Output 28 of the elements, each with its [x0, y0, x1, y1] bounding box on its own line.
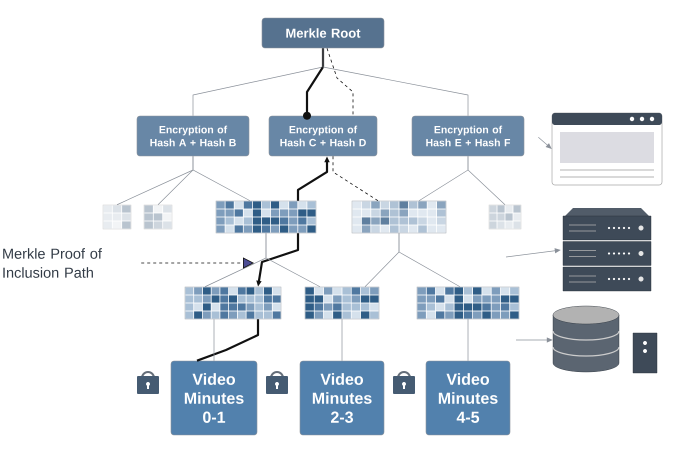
mosaic-block: [488, 204, 522, 230]
mosaic-block: [304, 286, 380, 320]
browser-window-drawing: [552, 112, 662, 186]
mosaic-block: [352, 200, 446, 234]
connector-line: [266, 232, 320, 288]
connector-line: [196, 319, 260, 362]
mosaic-block: [416, 286, 520, 320]
connector-line: [326, 48, 354, 116]
mosaic-block: [144, 204, 172, 230]
mosaic-block: [184, 286, 282, 320]
video-segment-box: Video Minutes 2-3: [300, 360, 384, 436]
hash-box: Encryption of Hash A + Hash B: [136, 116, 250, 156]
connector-line: [332, 156, 378, 202]
arrow: [303, 48, 324, 120]
connector-line: [192, 156, 250, 202]
connector-line: [398, 232, 460, 288]
hash-box: Encryption of Hash C + Hash D: [268, 116, 378, 156]
mosaic-block: [102, 204, 132, 230]
hash-box: Encryption of Hash E + Hash F: [412, 116, 524, 156]
video-segment-box: Video Minutes 4-5: [426, 360, 510, 436]
database-drawing: [552, 306, 658, 374]
video-segment-box: Video Minutes 0-1: [170, 360, 258, 436]
label-box: Merkle Root: [262, 18, 384, 48]
mosaic-block: [216, 200, 316, 234]
connector-line: [468, 156, 506, 206]
callout-text: Merkle Proof of Inclusion Path: [3, 248, 102, 278]
connector-line: [322, 48, 468, 116]
server-rack-drawing: [562, 208, 652, 292]
